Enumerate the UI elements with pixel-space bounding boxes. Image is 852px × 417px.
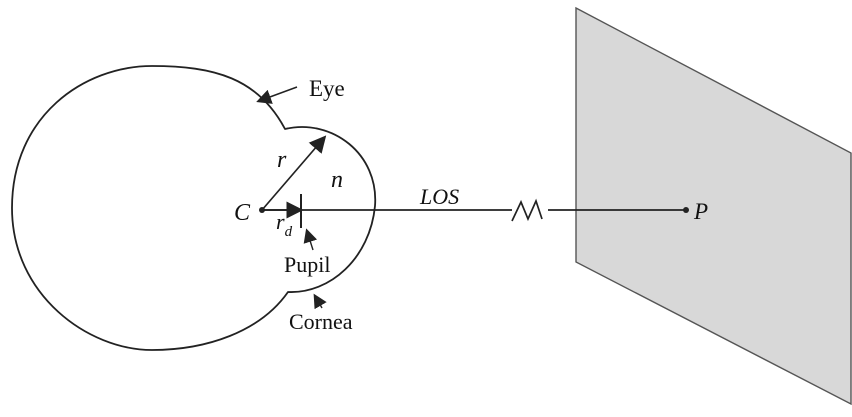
break-mark — [511, 198, 543, 222]
eye-callout-arrow — [256, 86, 298, 104]
rd-base: r — [276, 209, 285, 234]
screen-plane — [575, 6, 852, 406]
center-point — [259, 207, 265, 213]
cornea-label: Cornea — [289, 309, 353, 334]
target-point — [683, 207, 689, 213]
rd-label: rd — [276, 209, 293, 240]
target-label: P — [693, 199, 708, 224]
radius-label: r — [277, 147, 287, 173]
pupil-callout-arrow — [303, 228, 318, 251]
eye-outline — [11, 65, 376, 351]
los-label: LOS — [419, 184, 459, 209]
rd-subscript: d — [285, 224, 293, 240]
eye-label: Eye — [309, 76, 345, 101]
radius-arrow — [261, 135, 327, 211]
refractive-index-label: n — [331, 167, 343, 193]
center-label: C — [234, 200, 251, 226]
pupil-label: Pupil — [284, 252, 330, 277]
cornea-callout-arrow — [313, 293, 327, 310]
